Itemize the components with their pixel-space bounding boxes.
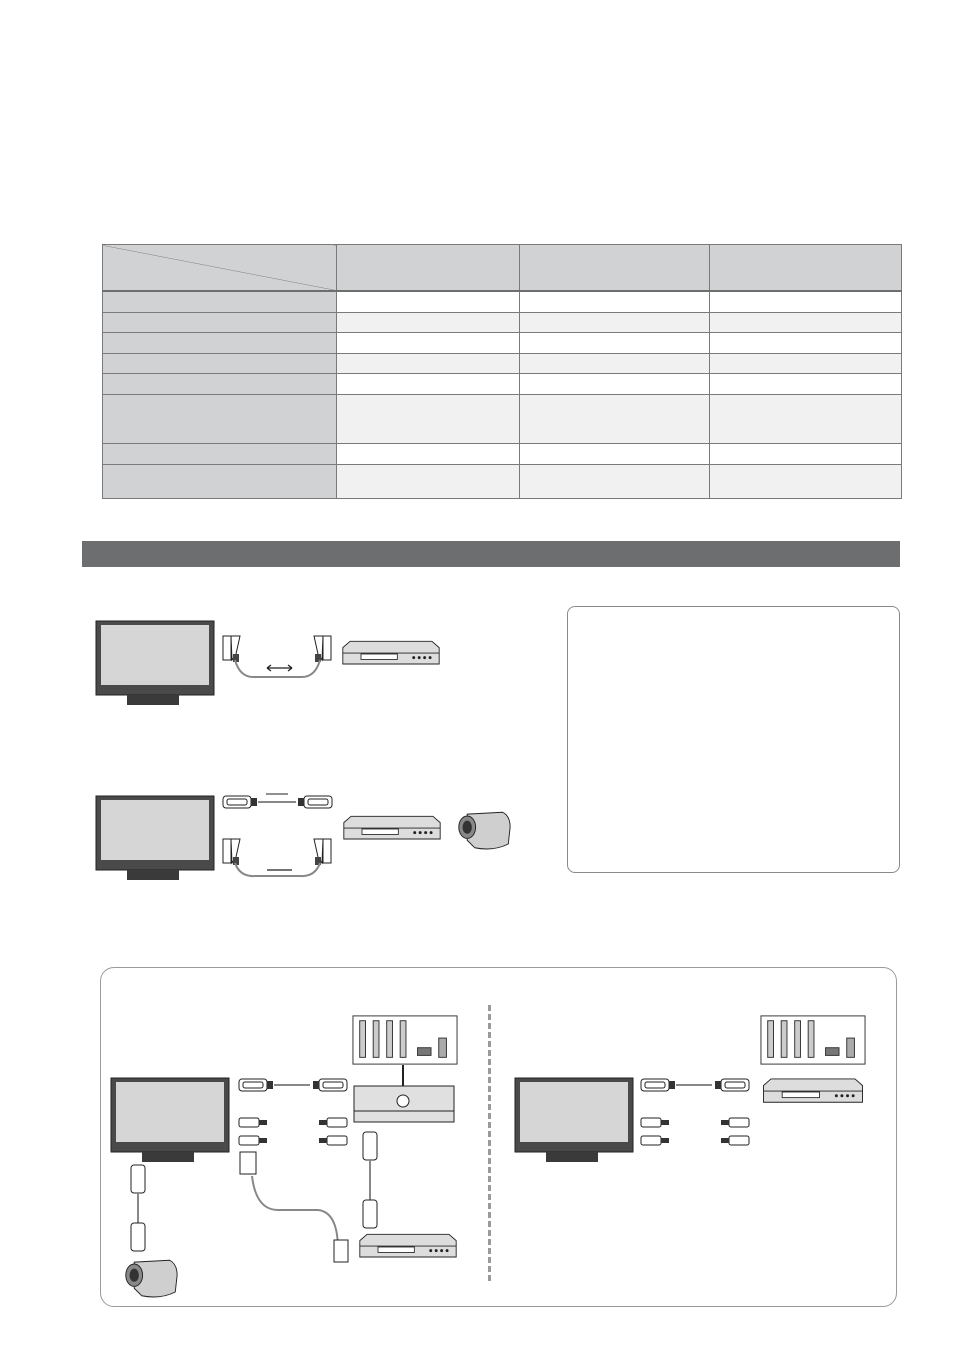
tv-icon [95, 620, 215, 706]
table-row [102, 311, 902, 333]
tv-icon [110, 1077, 230, 1163]
table-row [102, 290, 902, 313]
divider-dashed [488, 1005, 491, 1281]
connection-example-box [100, 967, 897, 1307]
hdmi-cable-line [258, 793, 296, 803]
rca-cable-icon [710, 1115, 750, 1149]
table-row [102, 393, 902, 444]
cable-line [234, 659, 321, 679]
table-row [102, 352, 902, 374]
hdmi-cable-icon [238, 1077, 278, 1093]
hdmi-cable-icon [293, 794, 333, 810]
home-theater-player-icon [760, 1078, 866, 1106]
dvd-recorder-icon [341, 640, 441, 668]
spec-table [102, 244, 902, 499]
cable-line [234, 862, 321, 878]
note-box [567, 606, 900, 873]
tv-icon [514, 1077, 634, 1163]
table-row [102, 442, 902, 465]
speaker-system-icon [760, 1014, 866, 1066]
section-header-bar [82, 541, 900, 567]
table-row [102, 331, 902, 354]
table-row [102, 463, 902, 499]
hdmi-cable-icon [640, 1077, 680, 1093]
hdmi-cable-vertical [362, 1131, 378, 1229]
camcorder-icon [123, 1256, 179, 1300]
hdmi-cable-line [676, 1084, 712, 1086]
av-amplifier-icon [353, 1065, 455, 1123]
tv-icon [95, 795, 215, 881]
table-row [102, 372, 902, 395]
hdmi-cable-vertical [130, 1164, 146, 1252]
rca-cable-icon [308, 1115, 348, 1149]
camcorder-icon [456, 808, 512, 852]
rca-cable-icon [238, 1115, 278, 1149]
hdmi-cable-line [274, 1084, 310, 1086]
speaker-system-icon [352, 1014, 458, 1066]
hdmi-cable-icon [710, 1077, 750, 1093]
dvd-recorder-icon [358, 1233, 458, 1261]
rca-cable-icon [640, 1115, 680, 1149]
table-header-row [102, 244, 902, 292]
hdmi-cable-icon [308, 1077, 348, 1093]
dvd-recorder-icon [342, 815, 442, 843]
scart-cable-line [239, 1151, 349, 1263]
hdmi-cable-icon [222, 794, 262, 810]
